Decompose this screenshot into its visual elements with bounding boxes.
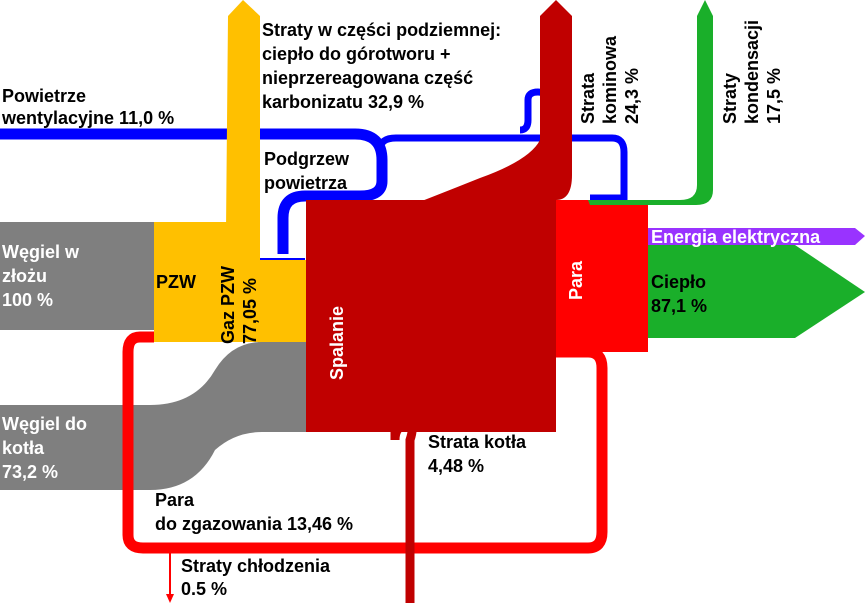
label-pzw-gas: Gaz PZW 77,05 % xyxy=(218,261,260,344)
label-coal-in-seam: Węgiel w złożu 100 % xyxy=(2,242,84,310)
flow-underground-losses xyxy=(205,0,260,268)
label-ventilation-air: Powietrze wentylacyjne 11,0 % xyxy=(1,86,174,128)
label-boiler-loss: Strata kotła 4,48 % xyxy=(428,432,531,476)
combustion-core xyxy=(306,200,556,432)
node-steam xyxy=(556,200,648,352)
flow-heat xyxy=(648,245,865,338)
label-heat: Ciepło 87,1 % xyxy=(651,272,711,316)
label-steam: Para xyxy=(566,260,586,300)
flow-steam-to-gasification xyxy=(122,331,608,554)
label-coal-to-boiler: Węgiel do kotła 73,2 % xyxy=(2,414,92,482)
node-pzw xyxy=(154,222,260,342)
label-pzw: PZW xyxy=(156,272,196,292)
label-steam-to-gasification: Para do zgazowania 13,46 % xyxy=(155,490,353,534)
flow-condensation-loss xyxy=(588,0,713,205)
flow-boiler-loss xyxy=(390,420,417,603)
node-coal-in-seam xyxy=(0,222,154,330)
label-underground-losses: Straty w części podziemnej: ciepło do gó… xyxy=(262,20,506,112)
label-air-preheat: Podgrzew powietrza xyxy=(264,149,354,193)
label-cooling-loss: Straty chłodzenia 0.5 % xyxy=(181,556,335,599)
label-stack-loss: Strata kominowa 24,3 % xyxy=(578,31,642,124)
cooling-loss-arrow xyxy=(166,594,174,603)
label-condensation-loss: Straty kondensacji 17,5 % xyxy=(720,15,784,124)
flow-coal-to-boiler xyxy=(0,342,306,490)
label-combustion: Spalanie xyxy=(327,306,347,380)
combustion-shoulder xyxy=(306,200,430,232)
flow-electric-energy xyxy=(648,228,865,245)
label-electric-energy: Energia elektryczna xyxy=(651,227,821,247)
